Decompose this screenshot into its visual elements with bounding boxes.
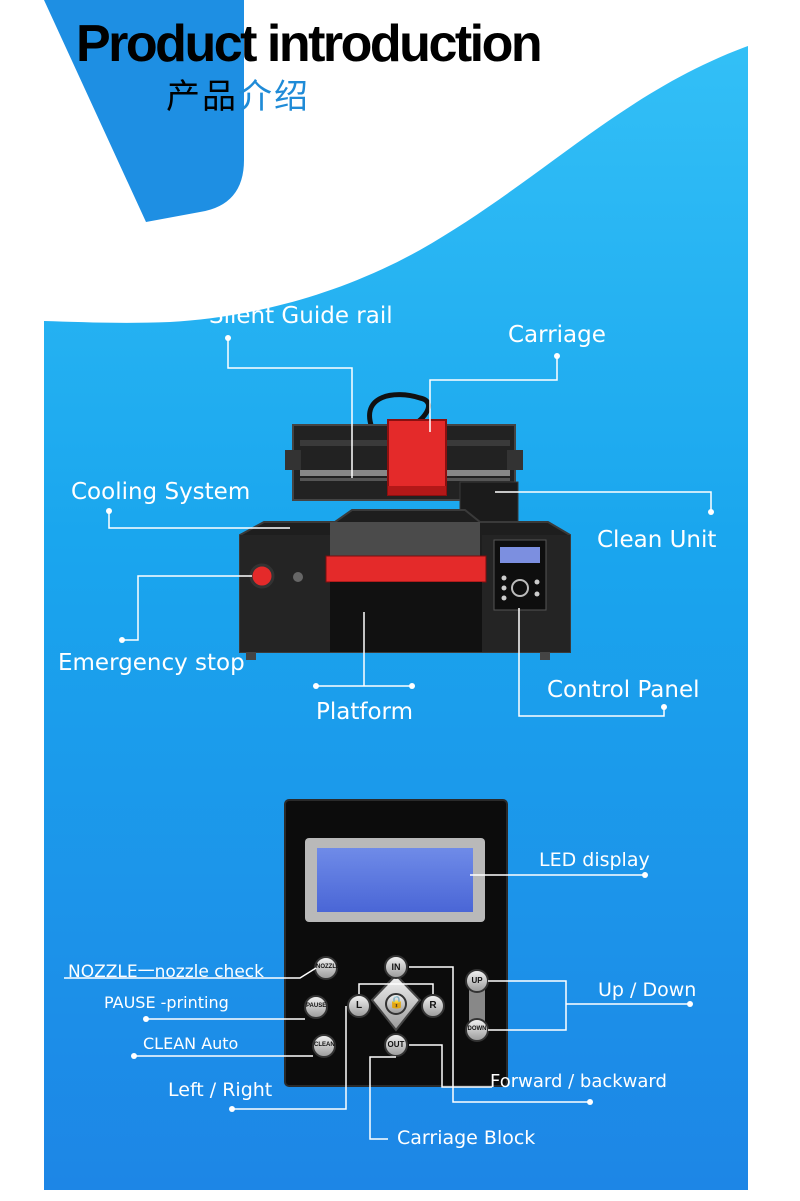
label-pause-printing: PAUSE -printing [104,993,229,1012]
label-clean-auto: CLEAN Auto [143,1034,239,1053]
label-silent-guide-rail: Silent Guide rail [209,303,393,329]
page-subtitle: 产品介绍 [166,80,310,114]
out-button-text: OUT [387,1040,405,1049]
label-carriage-block: Carriage Block [397,1127,536,1149]
lock-button-shape [385,993,407,1015]
down-button-text: DOWN [467,1026,487,1032]
carriage-block [387,419,447,496]
page-title: Product introduction [76,15,543,73]
lcd-screen [317,848,473,912]
right-button-text: R [429,1000,437,1011]
clean-button-shape [312,1034,336,1058]
label-up-down: Up / Down [598,979,697,1001]
up-button-text: UP [471,976,483,985]
pause-button-shape [304,995,328,1019]
emergency-stop-button [249,563,275,589]
clean-button-text: CLEAN [314,1042,335,1048]
label-clean-unit: Clean Unit [597,527,717,553]
print-platform [330,522,480,562]
label-left-right: Left / Right [168,1079,273,1101]
printer-callout-lines [108,338,712,717]
lock-icon: 🔒 [389,995,404,1009]
label-forward-backward: Forward / backward [490,1071,667,1092]
label-led-display: LED display [539,849,650,871]
label-nozzle-check: NOZZLE一nozzle check [68,962,264,982]
label-control-panel: Control Panel [547,677,700,703]
control-panel-illustration [284,799,508,1087]
nozzle-button-text: NOZZLE [316,964,340,970]
label-carriage: Carriage [508,322,606,348]
printer-illustration [239,392,571,660]
label-emergency-stop: Emergency stop [58,650,245,676]
left-button-text: L [355,1000,363,1011]
label-cooling-system: Cooling System [71,479,251,505]
subtitle-part-2: 介绍 [238,77,310,117]
label-platform: Platform [316,699,413,725]
pause-button-text: PAUSE [306,1003,327,1009]
in-button-text: IN [391,962,401,972]
panel-callout-lines [64,874,690,1140]
subtitle-part-1: 产品 [166,77,238,117]
